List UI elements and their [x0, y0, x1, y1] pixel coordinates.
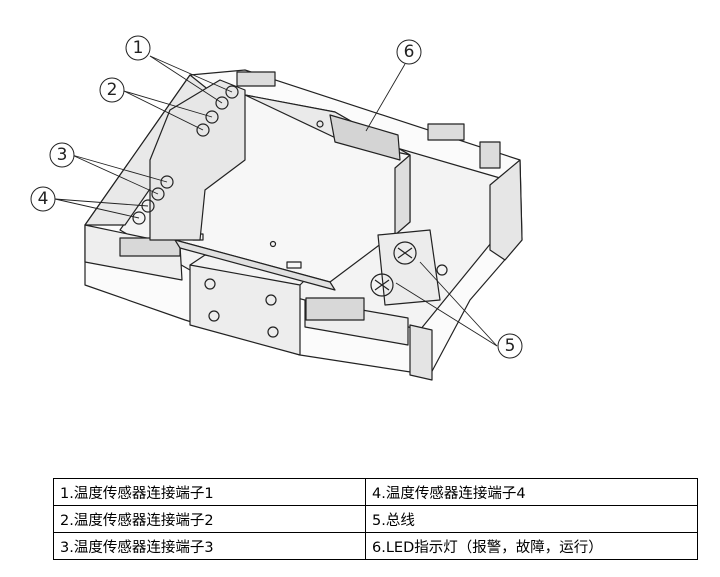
screw-hole-1a: [225, 85, 239, 99]
legend-cell: 2.温度传感器连接端子2: [53, 505, 366, 533]
screw-hole-3b: [151, 187, 165, 201]
bus-terminal-block: [377, 229, 441, 306]
callout-4-label: 4: [38, 189, 49, 209]
screw-hole-1b: [215, 96, 229, 110]
led-window: [329, 114, 401, 161]
callout-4-circle: [30, 186, 56, 212]
callout-3-circle: [49, 142, 75, 168]
screw-hole-4b: [132, 211, 146, 225]
legend-cell: 1.温度传感器连接端子1: [53, 478, 366, 506]
screw-hole-2b: [196, 123, 210, 137]
legend-cell: 6.LED指示灯（报警，故障，运行）: [365, 532, 698, 560]
legend-cell: 5.总线: [365, 505, 698, 533]
callout-1-circle: [125, 35, 151, 61]
callout-5-circle: [497, 333, 523, 359]
din-clip: [189, 264, 301, 356]
screw-hole-4a: [141, 199, 155, 213]
legend-cell: 3.温度传感器连接端子3: [53, 532, 366, 560]
legend-row: 2.温度传感器连接端子2 5.总线: [53, 505, 698, 533]
legend-row: 1.温度传感器连接端子1 4.温度传感器连接端子4: [53, 478, 698, 506]
terminal-block: [149, 79, 246, 241]
screw-hole-2a: [205, 110, 219, 124]
screw-hole-3a: [160, 175, 174, 189]
bus-screw-2: [370, 273, 394, 297]
callout-2-circle: [99, 77, 125, 103]
legend-row: 3.温度传感器连接端子3 6.LED指示灯（报警，故障，运行）: [53, 532, 698, 560]
right-wall: [489, 159, 523, 261]
callout-6-circle: [396, 39, 422, 65]
bus-screw-1: [393, 241, 417, 265]
callout-5-label: 5: [505, 336, 516, 356]
callout-3-label: 3: [57, 145, 68, 165]
callout-6-label: 6: [404, 42, 415, 62]
callout-2-label: 2: [107, 80, 118, 100]
callout-1-label: 1: [133, 38, 144, 58]
legend-cell: 4.温度传感器连接端子4: [365, 478, 698, 506]
device-drawing: 1 2 3 4 5 6: [30, 35, 523, 381]
legend-table: 1.温度传感器连接端子1 4.温度传感器连接端子4 2.温度传感器连接端子2 5…: [53, 478, 698, 560]
